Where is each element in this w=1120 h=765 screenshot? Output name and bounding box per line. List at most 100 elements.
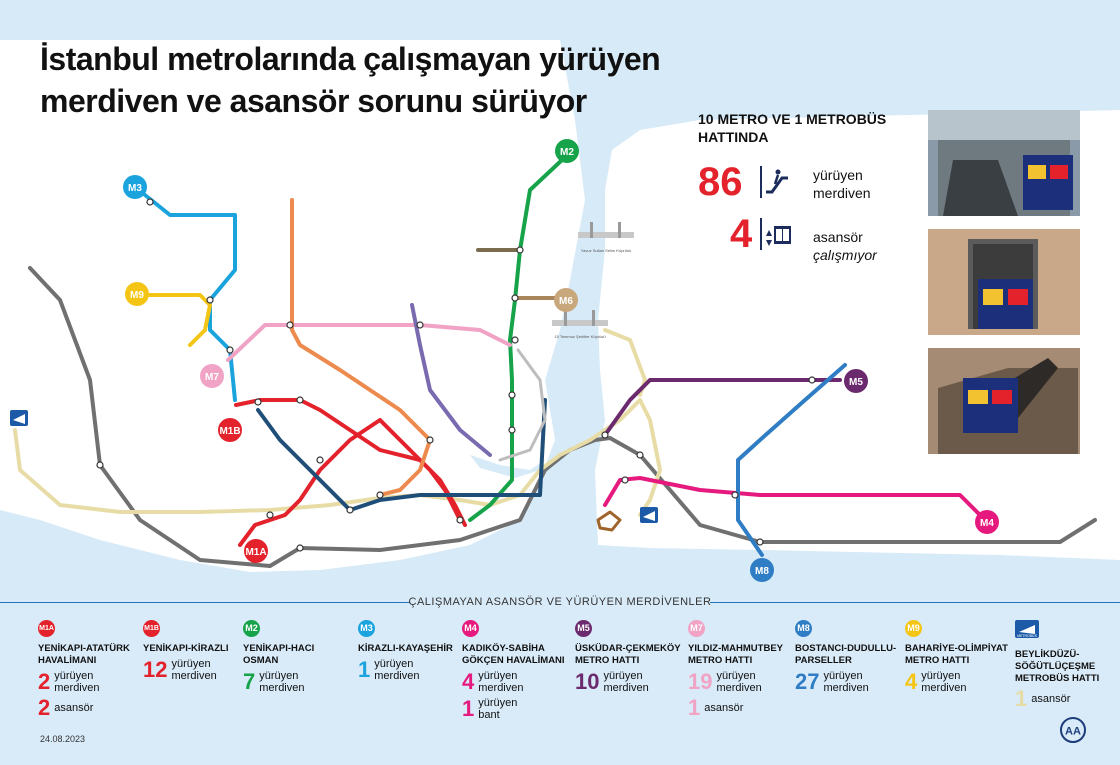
legend-count: 4 (462, 669, 475, 694)
line-m3 (143, 193, 237, 402)
legend-panel: ÇALIŞMAYAN ASANSÖR VE YÜRÜYEN MERDİVENLE… (0, 596, 1120, 765)
legend-badge-m2: M2 (243, 620, 260, 637)
line-tram (498, 348, 547, 462)
legend-badge-m4: M4 (462, 620, 479, 637)
legend-badge-m9: M9 (905, 620, 922, 637)
elevator-icon (760, 218, 791, 250)
photo-escalator-station (928, 348, 1080, 454)
svg-text:M1A: M1A (245, 547, 266, 558)
legend-count: 7 (243, 669, 256, 694)
escalator-count: 86 (698, 160, 743, 204)
legend-badge-m7: M7 (688, 620, 705, 637)
svg-text:M7: M7 (205, 372, 219, 383)
svg-text:M9: M9 (130, 290, 144, 301)
svg-text:M1B: M1B (219, 426, 240, 437)
legend-badge-m1a: M1A (38, 620, 55, 637)
line-marmaray (28, 266, 1097, 568)
svg-text:M6: M6 (559, 296, 573, 307)
legend-badge-m5: M5 (575, 620, 592, 637)
legend-line-name: YENİKAPI-HACI OSMAN (243, 643, 315, 666)
line-orange (290, 198, 432, 497)
legend-line-name: ÜSKÜDAR-ÇEKMEKÖY METRO HATTI (575, 643, 681, 666)
legend-count: 1 (1015, 686, 1028, 711)
map-badge-m8: M8 (750, 558, 774, 582)
title-line-2: merdiven ve asansör sorunu sürüyor (40, 83, 587, 119)
legend-count: 1 (688, 695, 701, 720)
legend-line-name: BAHARİYE-OLİMPİYAT METRO HATTI (905, 643, 1008, 666)
photo-elevator (928, 229, 1080, 335)
stats-heading: 10 METRO VE 1 METROBÜS HATTINDA (698, 110, 913, 146)
legend-line-name: KADIKÖY-SABİHA GÖKÇEN HAVALİMANI (462, 643, 565, 666)
map-badge-m2: M2 (555, 139, 579, 163)
anadolu-agency-logo: AA (1060, 717, 1086, 743)
photo-escalator-entrance (928, 110, 1080, 216)
legend-badge-m3: M3 (358, 620, 375, 637)
legend-line-name: YENİKAPI-KİRAZLI (143, 643, 229, 654)
map-badge-m6: M6 (554, 288, 578, 312)
line-m1a (238, 418, 462, 547)
svg-text:M8: M8 (755, 566, 769, 577)
line-m9 (148, 293, 212, 347)
map-badge-m3: M3 (123, 175, 147, 199)
line-m8 (736, 363, 847, 557)
legend-count: 2 (38, 669, 51, 694)
legend-line-name: BOSTANCI-DUDULLU-PARSELLER (795, 643, 897, 666)
legend-line-name: YILDIZ-MAHMUTBEY METRO HATTI (688, 643, 783, 666)
map-badge-m1b: M1B (218, 418, 242, 442)
svg-text:M4: M4 (980, 518, 994, 529)
escalator-icon (760, 166, 788, 198)
svg-text:AA: AA (1065, 726, 1081, 738)
svg-text:METROBÜS: METROBÜS (1017, 634, 1038, 638)
legend-count: 4 (905, 669, 918, 694)
stats-heading-line-1: 10 METRO VE 1 METROBÜS (698, 111, 887, 127)
legend-count: 1 (462, 696, 475, 721)
legend-count: 1 (358, 657, 371, 682)
title-line-1: İstanbul metrolarında çalışmayan yürüyen (40, 41, 661, 77)
bridge-label-1: Yavuz Sultan Selim Köprüsü (581, 248, 631, 253)
metrobus-logo-map (10, 410, 28, 426)
legend-heading: ÇALIŞMAYAN ASANSÖR VE YÜRÜYEN MERDİVENLE… (408, 596, 712, 608)
metrobus-logo-map-asian (640, 507, 658, 523)
elevator-count: 4 (730, 212, 753, 256)
line-purple-euro (410, 303, 492, 457)
map-badge-m5: M5 (844, 369, 868, 393)
map-badge-m7: M7 (200, 364, 224, 388)
line-darkblue (256, 398, 547, 512)
legend-count: 12 (143, 657, 168, 682)
legend-line-name: YENİKAPI-ATATÜRK HAVALİMANI (38, 643, 130, 666)
line-m5 (603, 378, 842, 437)
metrobus-logo-icon: METROBÜS (1015, 620, 1039, 638)
svg-text:M3: M3 (128, 183, 142, 194)
legend-badge-m1b: M1B (143, 620, 160, 637)
map-badge-m4: M4 (975, 510, 999, 534)
stats-panel: 10 METRO VE 1 METROBÜS HATTINDA (698, 110, 913, 146)
bridge-yavuz-sultan-selim: Yavuz Sultan Selim Köprüsü (578, 222, 634, 253)
legend-count: 2 (38, 695, 51, 720)
line-m4 (603, 476, 987, 522)
bridge-label-2: 15 Temmuz Şehitler Köprüsü (554, 334, 605, 339)
legend-item-metrobus: METROBÜS BEYLİKDÜZÜ-SÖĞÜTLÜÇEŞME METROBÜ… (1015, 620, 1115, 710)
stats-heading-line-2: HATTINDA (698, 129, 769, 145)
legend-count: 19 (688, 669, 713, 694)
svg-text:M5: M5 (849, 377, 863, 388)
line-tram-loop (596, 510, 622, 532)
bridge-15-temmuz: 15 Temmuz Şehitler Köprüsü (552, 310, 608, 339)
legend-line-name: KİRAZLI-KAYAŞEHİR (358, 643, 453, 654)
legend-line-name: BEYLİKDÜZÜ-SÖĞÜTLÜÇEŞME METROBÜS HATTI (1015, 649, 1100, 684)
map-badge-m9: M9 (125, 282, 149, 306)
map-badge-m1a: M1A (244, 539, 268, 563)
stations (96, 198, 816, 552)
publish-date: 24.08.2023 (40, 734, 86, 744)
line-m2 (468, 158, 564, 522)
